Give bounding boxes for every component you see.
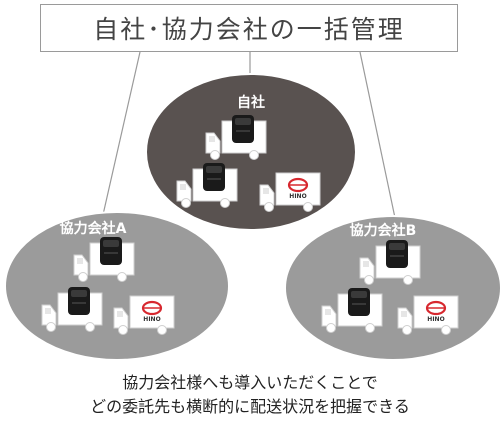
truck-window: [363, 261, 369, 267]
truck-wheel: [264, 202, 274, 212]
truck-wheel: [85, 322, 95, 332]
truck-wheel: [157, 325, 167, 335]
truck-cargo: [275, 172, 321, 206]
truck-window: [401, 311, 407, 317]
device-top: [389, 243, 405, 250]
telematics-device-icon: [348, 288, 370, 316]
hino-logo-icon: HINO: [287, 177, 309, 200]
truck-window: [77, 258, 83, 264]
truck-wheel: [220, 198, 230, 208]
truck-cargo: [129, 295, 175, 329]
truck-window: [45, 308, 51, 314]
truck-layer: HINO HINO HINO: [41, 115, 459, 335]
truck-own-3: HINO: [259, 172, 321, 212]
truck-window: [209, 136, 215, 142]
truck-a-3: HINO: [113, 295, 175, 335]
connector-line-a: [99, 51, 141, 229]
group-label-partner-b: 協力会社B: [349, 223, 417, 239]
caption-line-2: どの委託先も横断的に配送状況を把握できる: [90, 397, 410, 416]
truck-wheel: [403, 275, 413, 285]
hino-logo-text: HINO: [143, 316, 160, 323]
device-top: [103, 240, 119, 247]
truck-a-1: [73, 237, 135, 282]
truck-a-2: [41, 287, 103, 332]
telematics-device-icon: [100, 237, 122, 265]
group-label-partner-a: 協力会社A: [59, 221, 127, 237]
truck-wheel: [364, 275, 374, 285]
truck-own-2: [176, 163, 238, 208]
truck-own-1: [205, 115, 267, 160]
truck-wheel: [402, 325, 412, 335]
truck-window: [263, 188, 269, 194]
device-top: [71, 290, 87, 297]
group-label-own: 自社: [237, 95, 265, 111]
truck-wheel: [46, 322, 56, 332]
hino-logo-icon: HINO: [425, 300, 447, 323]
truck-b-2: [321, 288, 383, 333]
device-top: [235, 118, 251, 125]
telematics-device-icon: [232, 115, 254, 143]
truck-window: [325, 309, 331, 315]
diagram-title: 自社･協力会社の一括管理: [40, 4, 458, 52]
device-top: [206, 166, 222, 173]
device-top: [351, 291, 367, 298]
truck-cargo: [413, 295, 459, 329]
truck-wheel: [117, 272, 127, 282]
truck-b-3: HINO: [397, 295, 459, 335]
truck-wheel: [78, 272, 88, 282]
truck-b-1: [359, 240, 421, 285]
truck-wheel: [326, 323, 336, 333]
caption-line-1: 協力会社様へも導入いただくことで: [122, 373, 378, 392]
truck-wheel: [210, 150, 220, 160]
telematics-device-icon: [386, 240, 408, 268]
truck-wheel: [441, 325, 451, 335]
truck-wheel: [365, 323, 375, 333]
hino-logo-text: HINO: [289, 193, 306, 200]
hino-logo-text: HINO: [427, 316, 444, 323]
truck-window: [117, 311, 123, 317]
telematics-device-icon: [203, 163, 225, 191]
connector-line-b: [359, 51, 399, 233]
diagram-title-text: 自社･協力会社の一括管理: [93, 15, 405, 44]
truck-window: [180, 184, 186, 190]
hino-logo-icon: HINO: [141, 300, 163, 323]
truck-wheel: [181, 198, 191, 208]
truck-wheel: [303, 202, 313, 212]
truck-wheel: [249, 150, 259, 160]
telematics-device-icon: [68, 287, 90, 315]
truck-wheel: [118, 325, 128, 335]
